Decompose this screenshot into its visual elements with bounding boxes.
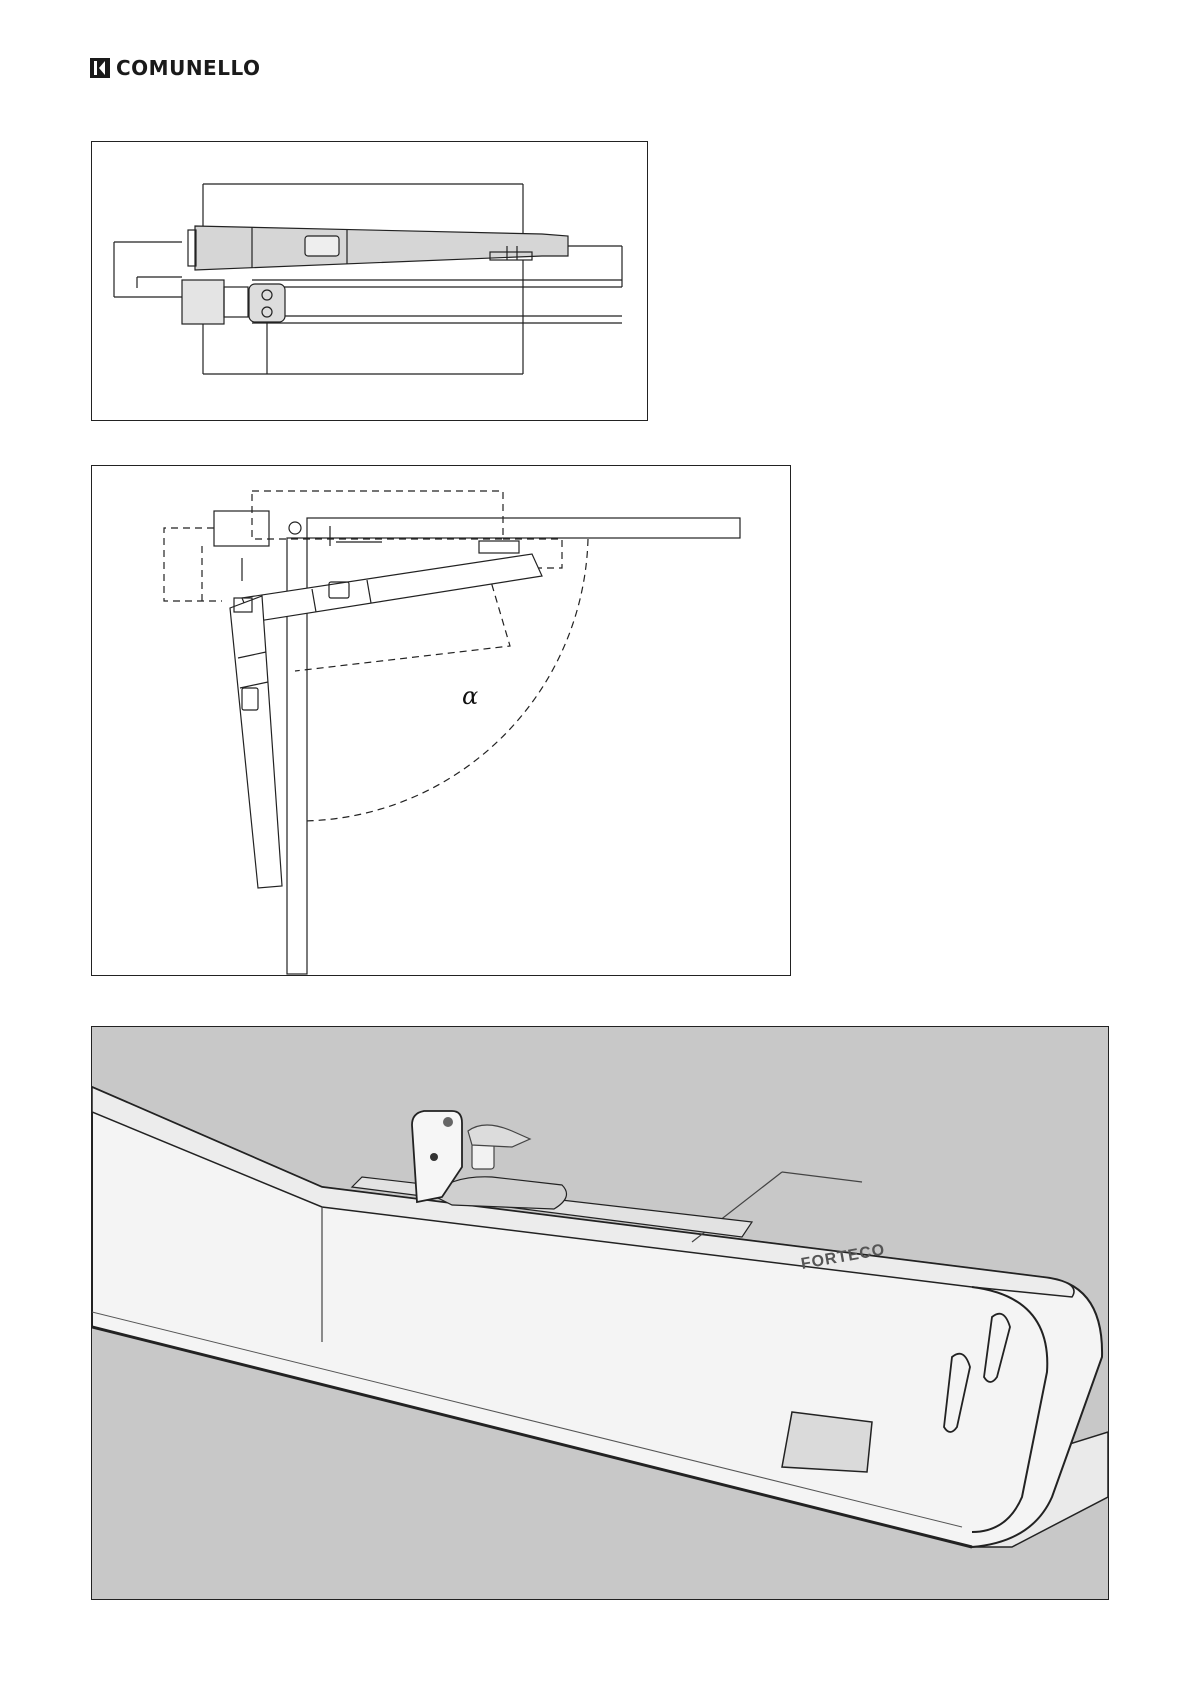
brand-name: COMUNELLO [116,56,261,80]
logo-icon [90,58,110,78]
dimension-drawing [92,142,649,422]
opening-angle-symbol: α [462,682,478,710]
actuator-illustration: FORTECO [91,1026,1109,1600]
actuator-render: FORTECO [92,1027,1110,1601]
installation-dimensions-figure [91,141,648,421]
brand-logo: COMUNELLO [90,56,261,80]
opening-angle-figure: α [91,465,791,976]
opening-angle-drawing: α [92,466,792,977]
